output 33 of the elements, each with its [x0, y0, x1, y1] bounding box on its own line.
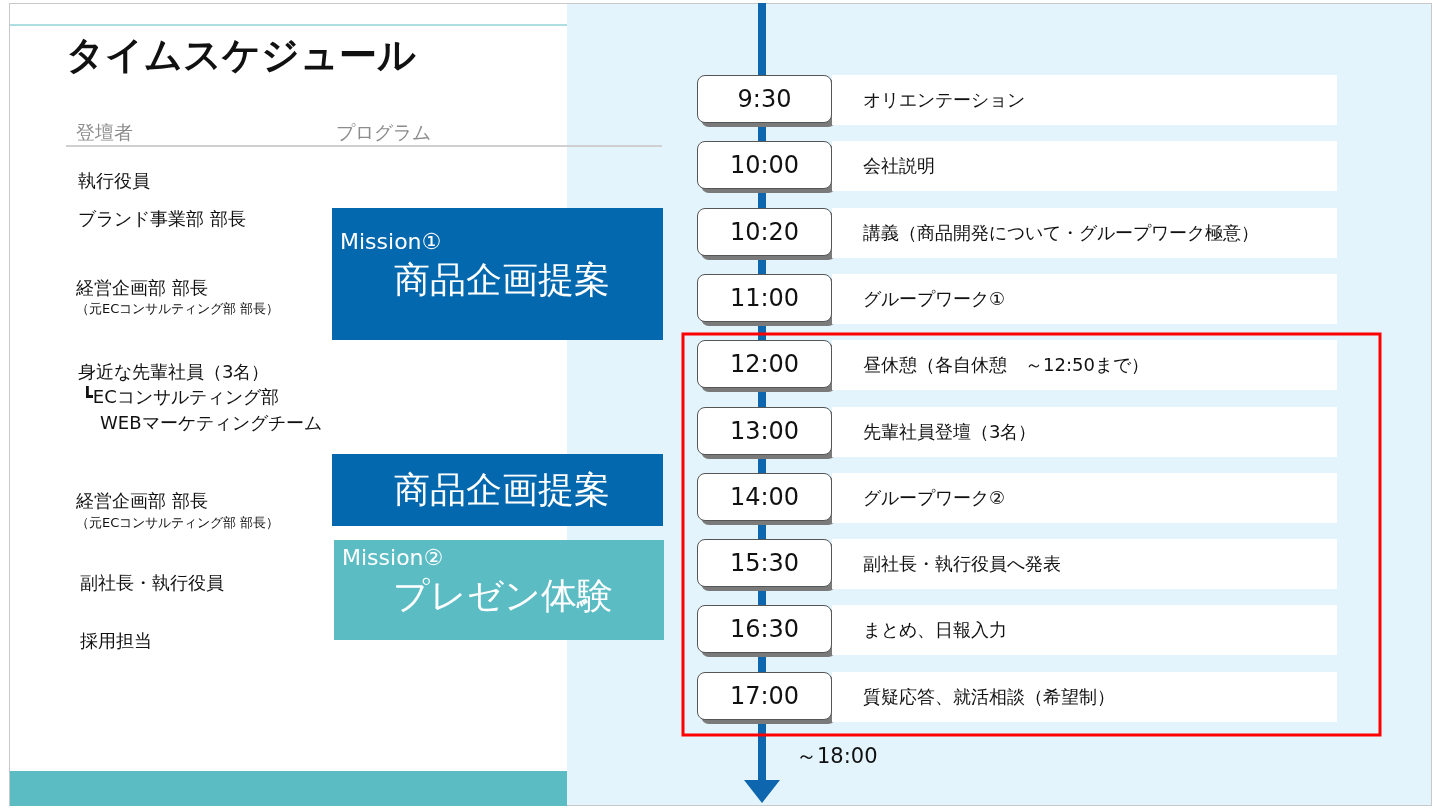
speaker-name: 副社長・執行役員 — [80, 571, 224, 595]
speaker-note: （元ECコンサルティング部 部長） — [76, 300, 280, 318]
end-time: ～18:00 — [796, 743, 878, 770]
schedule-item: グループワーク① — [832, 274, 1337, 324]
speaker-name: 経営企画部 部長 — [76, 489, 208, 513]
mission-title: 商品企画提案 — [393, 258, 610, 302]
column-header: 登壇者 — [76, 120, 133, 145]
schedule-item: まとめ、日報入力 — [832, 605, 1337, 655]
mission-title: プレゼン体験 — [393, 574, 613, 618]
speaker-name: 執行役員 — [78, 169, 150, 193]
speaker-name: 採用担当 — [80, 629, 152, 653]
column-header: プログラム — [336, 120, 431, 145]
schedule-item: グループワーク② — [832, 473, 1337, 523]
speaker-name: ブランド事業部 部長 — [78, 207, 246, 231]
mission-number: Mission② — [342, 545, 444, 570]
mission-box — [332, 454, 663, 526]
title: タイムスケジュール — [66, 32, 416, 79]
speaker-name: 経営企画部 部長 — [76, 276, 208, 300]
mission-number: Mission① — [340, 229, 442, 254]
schedule-item: 講義（商品開発について・グループワーク極意） — [832, 208, 1337, 258]
mission-box — [332, 208, 663, 340]
speaker-note: （元ECコンサルティング部 部長） — [76, 514, 280, 532]
schedule-item: 先輩社員登壇（3名） — [832, 407, 1337, 457]
speaker-name: 身近な先輩社員（3名） — [78, 360, 270, 384]
speaker-note: WEBマーケティングチーム — [100, 411, 322, 435]
mission-title: 商品企画提案 — [393, 467, 610, 512]
speaker-note: ┗ECコンサルティング部 — [82, 385, 279, 409]
schedule-item: 質疑応答、就活相談（希望制） — [832, 672, 1337, 722]
mission-box — [334, 540, 664, 640]
schedule-item: オリエンテーション — [832, 75, 1337, 125]
schedule-item: 会社説明 — [832, 141, 1337, 191]
schedule-item: 昼休憩（各自休憩 ～12:50まで） — [832, 340, 1337, 390]
schedule-item: 副社長・執行役員へ発表 — [832, 539, 1337, 589]
